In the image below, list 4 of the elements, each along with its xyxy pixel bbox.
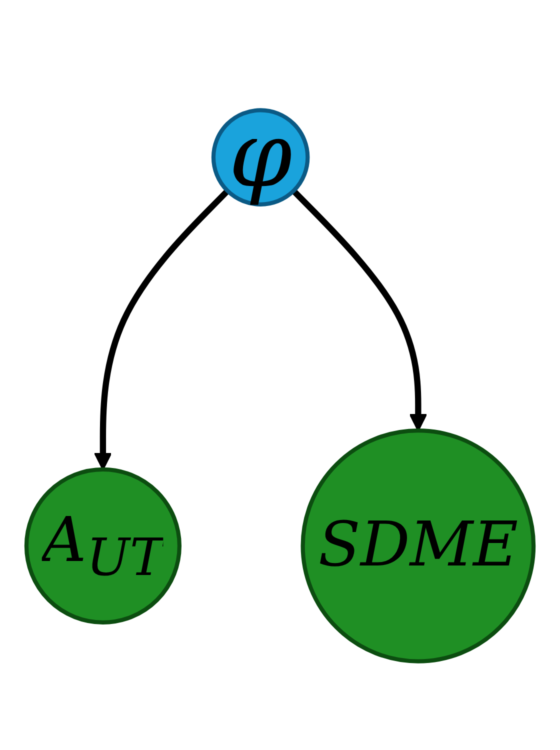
node-circle: SDME xyxy=(300,428,536,663)
arrow xyxy=(291,188,428,431)
node-circle: A$_{UT}$ xyxy=(24,466,182,624)
node-circle: φ xyxy=(211,108,310,206)
